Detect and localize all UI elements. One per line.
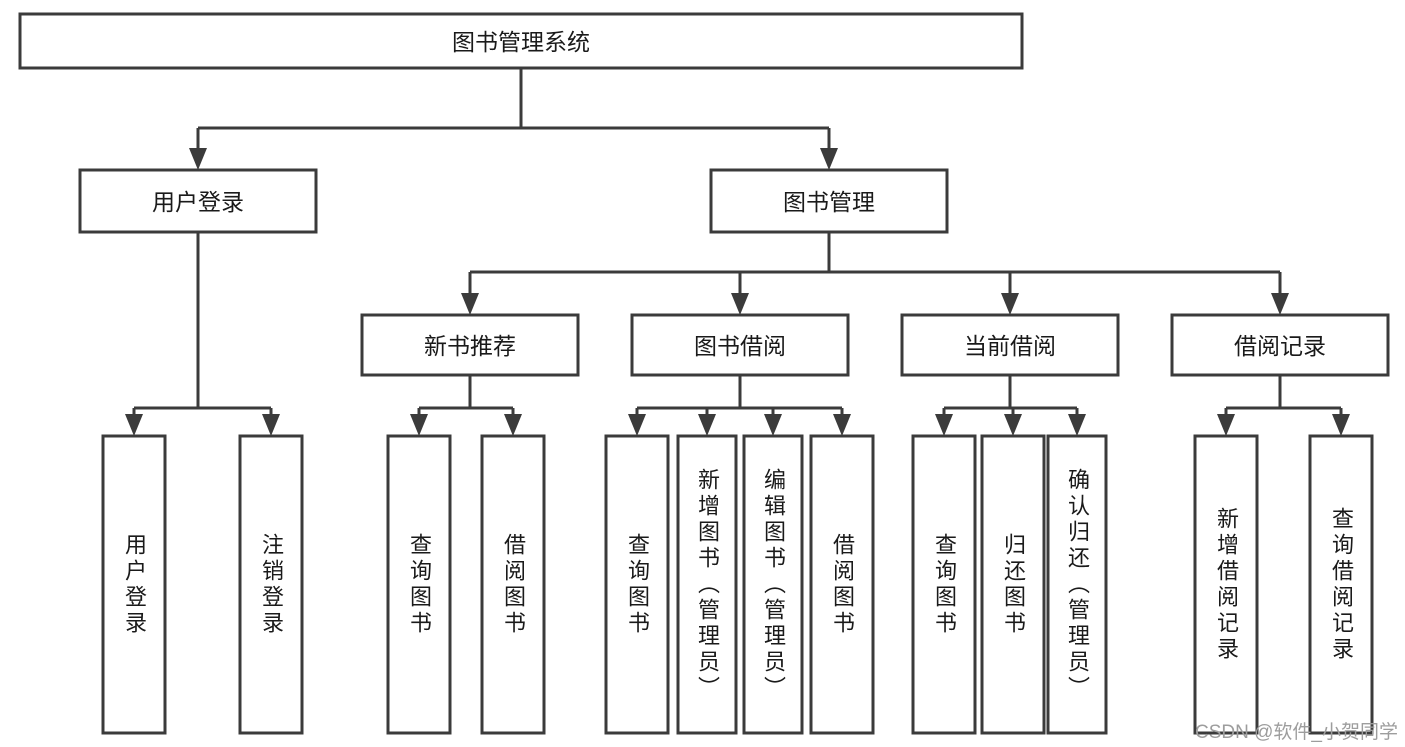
node-label-wrap-leaf-edit-book: 编辑图书（管理员）: [761, 467, 786, 702]
node-leaf-add-book[interactable]: 新增图书（管理员）: [676, 434, 738, 735]
node-box-new-book-rec: [360, 313, 580, 377]
node-leaf-query-book-current[interactable]: 查询图书: [911, 434, 977, 735]
node-label-wrap-leaf-query-book-borrow: 查询图书: [625, 532, 650, 637]
node-user-login[interactable]: 用户登录: [78, 168, 318, 234]
node-box-leaf-add-record: [1193, 434, 1259, 735]
node-label-wrap-leaf-query-book-rec: 查询图书: [407, 532, 432, 637]
node-leaf-query-record[interactable]: 查询借阅记录: [1308, 434, 1374, 735]
node-label-leaf-return-book: 归还图书: [1001, 532, 1026, 637]
arrow-head-icon-leaf-borrow-book-rec: [504, 414, 522, 436]
node-root[interactable]: 图书管理系统: [18, 12, 1024, 70]
node-label-wrap-leaf-confirm-return: 确认归还（管理员）: [1065, 467, 1090, 702]
node-leaf-borrow-book-rec[interactable]: 借阅图书: [480, 434, 546, 735]
node-box-leaf-query-book-borrow: [604, 434, 670, 735]
arrow-head-icon-book-borrow: [731, 293, 749, 315]
node-leaf-query-book-rec[interactable]: 查询图书: [386, 434, 452, 735]
node-box-root: [18, 12, 1024, 70]
node-label-wrap-leaf-query-book-current: 查询图书: [932, 532, 957, 637]
node-leaf-return-book[interactable]: 归还图书: [980, 434, 1046, 735]
node-leaf-query-book-borrow[interactable]: 查询图书: [604, 434, 670, 735]
node-box-leaf-borrow-book: [809, 434, 875, 735]
node-leaf-edit-book[interactable]: 编辑图书（管理员）: [742, 434, 804, 735]
node-box-leaf-borrow-book-rec: [480, 434, 546, 735]
node-label-leaf-query-record: 查询借阅记录: [1329, 506, 1354, 663]
node-label-wrap-leaf-return-book: 归还图书: [1001, 532, 1026, 637]
node-label-book-manage: 图书管理: [783, 189, 875, 215]
node-label-current-borrow: 当前借阅: [964, 333, 1056, 359]
node-label-leaf-borrow-book: 借阅图书: [830, 532, 855, 637]
node-box-leaf-query-record: [1308, 434, 1374, 735]
node-new-book-rec[interactable]: 新书推荐: [360, 313, 580, 377]
arrow-head-icon-leaf-query-record: [1332, 414, 1350, 436]
arrow-head-icon-leaf-confirm-return: [1068, 414, 1086, 436]
node-label-wrap-leaf-borrow-book: 借阅图书: [830, 532, 855, 637]
node-book-manage[interactable]: 图书管理: [709, 168, 949, 234]
arrow-head-icon-leaf-add-record: [1217, 414, 1235, 436]
node-label-leaf-user-login: 用户登录: [122, 532, 147, 637]
node-box-leaf-query-book-current: [911, 434, 977, 735]
node-book-borrow[interactable]: 图书借阅: [630, 313, 850, 377]
node-label-wrap-leaf-query-record: 查询借阅记录: [1329, 506, 1354, 663]
node-label-leaf-query-book-rec: 查询图书: [407, 532, 432, 637]
arrow-head-icon-borrow-record: [1271, 293, 1289, 315]
node-box-user-login: [78, 168, 318, 234]
node-box-leaf-user-logout: [238, 434, 304, 735]
node-box-leaf-query-book-rec: [386, 434, 452, 735]
node-label-leaf-add-record: 新增借阅记录: [1214, 506, 1239, 663]
node-label-borrow-record: 借阅记录: [1234, 333, 1326, 359]
node-box-borrow-record: [1170, 313, 1390, 377]
node-box-leaf-confirm-return: [1046, 434, 1108, 735]
node-leaf-borrow-book[interactable]: 借阅图书: [809, 434, 875, 735]
arrow-head-icon-leaf-query-book-current: [935, 414, 953, 436]
node-box-leaf-return-book: [980, 434, 1046, 735]
arrow-head-icon-leaf-query-book-rec: [410, 414, 428, 436]
node-box-leaf-user-login: [101, 434, 167, 735]
node-box-book-borrow: [630, 313, 850, 377]
node-leaf-user-logout[interactable]: 注销登录: [238, 434, 304, 735]
node-leaf-confirm-return[interactable]: 确认归还（管理员）: [1046, 434, 1108, 735]
node-label-wrap-leaf-add-book: 新增图书（管理员）: [695, 467, 720, 702]
arrow-head-icon-leaf-query-book-borrow: [628, 414, 646, 436]
arrow-head-icon-book-manage: [820, 148, 838, 170]
node-borrow-record[interactable]: 借阅记录: [1170, 313, 1390, 377]
node-label-leaf-edit-book: 编辑图书（管理员）: [761, 467, 786, 702]
node-leaf-user-login[interactable]: 用户登录: [101, 434, 167, 735]
arrow-head-icon-leaf-user-login: [125, 414, 143, 436]
node-label-new-book-rec: 新书推荐: [424, 333, 516, 359]
arrow-head-icon-user-login: [189, 148, 207, 170]
node-box-leaf-add-book: [676, 434, 738, 735]
node-label-leaf-user-logout: 注销登录: [259, 532, 284, 637]
node-box-leaf-edit-book: [742, 434, 804, 735]
node-label-leaf-add-book: 新增图书（管理员）: [695, 467, 720, 702]
csdn-watermark: CSDN @软件_小贺同学: [1195, 721, 1398, 743]
node-label-leaf-query-book-borrow: 查询图书: [625, 532, 650, 637]
arrow-head-icon-leaf-borrow-book: [833, 414, 851, 436]
node-label-wrap-leaf-borrow-book-rec: 借阅图书: [501, 532, 526, 637]
arrow-head-icon-leaf-edit-book: [764, 414, 782, 436]
node-box-current-borrow: [900, 313, 1120, 377]
node-label-leaf-borrow-book-rec: 借阅图书: [501, 532, 526, 637]
node-label-book-borrow: 图书借阅: [694, 333, 786, 359]
node-label-leaf-confirm-return: 确认归还（管理员）: [1065, 467, 1090, 702]
arrow-head-icon-leaf-user-logout: [262, 414, 280, 436]
node-label-user-login: 用户登录: [152, 189, 244, 215]
node-current-borrow[interactable]: 当前借阅: [900, 313, 1120, 377]
arrow-head-icon-current-borrow: [1001, 293, 1019, 315]
connector-layer: [125, 68, 1350, 436]
node-layer: 图书管理系统用户登录图书管理新书推荐图书借阅当前借阅借阅记录用户登录注销登录查询…: [18, 12, 1390, 735]
arrow-head-icon-new-book-rec: [461, 293, 479, 315]
node-box-book-manage: [709, 168, 949, 234]
node-label-wrap-leaf-add-record: 新增借阅记录: [1214, 506, 1239, 663]
arrow-head-icon-leaf-return-book: [1004, 414, 1022, 436]
arrow-head-icon-leaf-add-book: [698, 414, 716, 436]
node-label-wrap-leaf-user-login: 用户登录: [122, 532, 147, 637]
node-label-wrap-leaf-user-logout: 注销登录: [259, 532, 284, 637]
node-leaf-add-record[interactable]: 新增借阅记录: [1193, 434, 1259, 735]
node-label-leaf-query-book-current: 查询图书: [932, 532, 957, 637]
node-label-root: 图书管理系统: [452, 29, 590, 55]
